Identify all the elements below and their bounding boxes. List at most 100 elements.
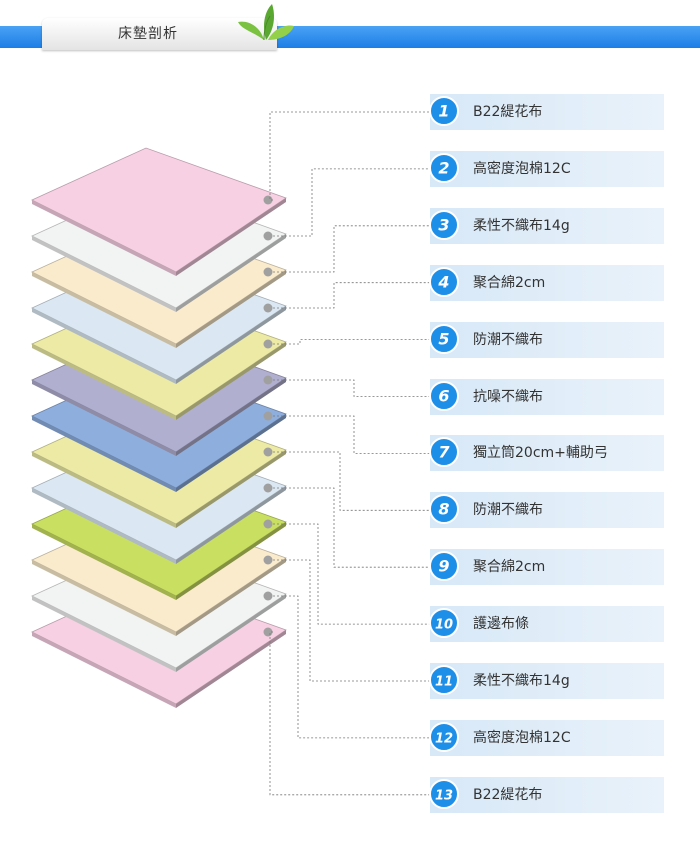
layer-front-edge: [32, 488, 176, 564]
layer-side-edge: [176, 414, 286, 492]
number-badge: 11: [429, 665, 459, 695]
number-badge-text: 7: [438, 443, 450, 462]
page-title: 床墊剖析: [118, 26, 178, 42]
layer-side-edge: [176, 342, 286, 420]
number-badge-text: 4: [437, 272, 449, 291]
connector-line-13: [269, 631, 430, 796]
layer-marker-dot: [263, 483, 273, 493]
layer-label-text: 護邊布條: [473, 616, 529, 633]
layer-label-13: 13 B22緹花布: [429, 776, 664, 813]
layer-label-text: 聚合綿2cm: [473, 559, 546, 576]
layer-front-edge: [32, 524, 176, 600]
layer-label-10: 10 護邊布條: [429, 606, 664, 643]
layer-label-text: B22緹花布: [473, 104, 543, 120]
layer-marker-dot: [263, 303, 273, 313]
layer-label-12: 12 高密度泡棉12C: [429, 719, 664, 756]
number-badge-text: 10: [435, 618, 453, 633]
layer-label-text: 獨立筒20cm+輔助弓: [473, 445, 608, 462]
connector-line-9: [273, 487, 430, 568]
layer-label-text: 抗噪不織布: [473, 388, 543, 405]
number-badge-text: 6: [438, 386, 449, 405]
number-badge: 1: [429, 96, 459, 126]
connector-line-1: [269, 111, 430, 201]
layer-side-edge: [176, 198, 286, 276]
number-badge-text: 2: [438, 158, 449, 177]
layer-marker-dot: [263, 447, 273, 457]
number-badge: 7: [429, 437, 459, 468]
layer-label-text: B22緹花布: [473, 786, 543, 803]
connector-line-6: [273, 379, 430, 397]
connector-line-11: [273, 559, 430, 682]
layer-front-edge: [32, 344, 176, 420]
layer-label-text: 柔性不織布14g: [473, 217, 570, 234]
number-badge-text: 12: [435, 731, 453, 746]
layer-side-edge: [176, 522, 286, 600]
connector-line-2: [273, 168, 430, 237]
layer-label-1: 1 B22緹花布: [429, 94, 664, 130]
connector-line-12: [273, 595, 430, 739]
layer-label-9: 9 聚合綿2cm: [429, 549, 664, 586]
number-badge: 8: [429, 494, 459, 525]
layer-side-edge: [176, 306, 286, 384]
layer-front-edge: [32, 560, 176, 636]
layer-side-edge: [176, 450, 286, 528]
number-badge: 5: [429, 323, 459, 354]
layer-front-edge: [32, 200, 176, 276]
layer-side-edge: [176, 270, 286, 348]
layer-label-4: 4 聚合綿2cm: [429, 264, 664, 301]
connector-line-10: [273, 523, 430, 625]
layer-front-edge: [32, 236, 176, 312]
connector-line-8: [273, 451, 430, 511]
number-badge: 3: [429, 209, 459, 240]
layer-label-text: 聚合綿2cm: [473, 274, 546, 291]
layer-front-edge: [32, 272, 176, 348]
number-badge: 4: [429, 266, 459, 297]
layer-label-8: 8 防潮不織布: [429, 492, 664, 529]
leaf-icon: [238, 4, 294, 41]
number-badge: 2: [429, 152, 459, 183]
layer-label-2: 2 高密度泡棉12C: [429, 150, 664, 187]
number-badge: 10: [429, 608, 459, 639]
number-badge: 12: [429, 721, 459, 752]
connector-line-4: [273, 282, 430, 309]
layer-label-text: 防潮不織布: [473, 502, 543, 519]
number-badge-text: 11: [435, 675, 453, 690]
layer-label-11: 11 柔性不織布14g: [429, 663, 664, 699]
header-tab: [42, 18, 277, 50]
layer-label-7: 7 獨立筒20cm+輔助弓: [429, 435, 664, 472]
layer-side-edge: [176, 378, 286, 456]
layer-side-edge: [176, 234, 286, 312]
layer-front-edge: [32, 632, 176, 708]
layer-marker-dot: [263, 375, 273, 385]
connector-line-3: [273, 225, 430, 273]
number-badge-text: 8: [438, 500, 449, 519]
layer-marker-dot: [263, 555, 273, 565]
layer-label-text: 高密度泡棉12C: [473, 160, 571, 177]
layer-side-edge: [176, 486, 286, 564]
layer-marker-dot: [263, 411, 273, 421]
layer-marker-dot: [263, 231, 273, 241]
mattress-layer-1: [31, 147, 287, 276]
layer-side-edge: [176, 558, 286, 636]
layer-front-edge: [32, 416, 176, 492]
layer-front-edge: [32, 308, 176, 384]
layer-marker-dot: [263, 591, 273, 601]
number-badge-text: 13: [435, 788, 453, 803]
connector-line-5: [273, 339, 430, 345]
layer-marker-dot: [263, 519, 273, 529]
number-badge: 13: [429, 778, 459, 809]
layer-side-edge: [176, 630, 286, 708]
layer-front-edge: [32, 596, 176, 672]
layer-front-edge: [32, 452, 176, 528]
layer-label-text: 防潮不織布: [473, 331, 543, 348]
layer-label-5: 5 防潮不織布: [429, 321, 664, 358]
layer-label-3: 3 柔性不織布14g: [429, 207, 664, 244]
layer-label-6: 6 抗噪不織布: [429, 378, 664, 415]
number-badge-text: 1: [438, 102, 449, 121]
layer-label-text: 高密度泡棉12C: [473, 729, 571, 746]
number-badge-text: 3: [438, 215, 449, 234]
number-badge: 6: [429, 380, 459, 411]
layer-label-text: 柔性不織布14g: [473, 673, 570, 689]
number-badge-text: 9: [438, 557, 449, 576]
